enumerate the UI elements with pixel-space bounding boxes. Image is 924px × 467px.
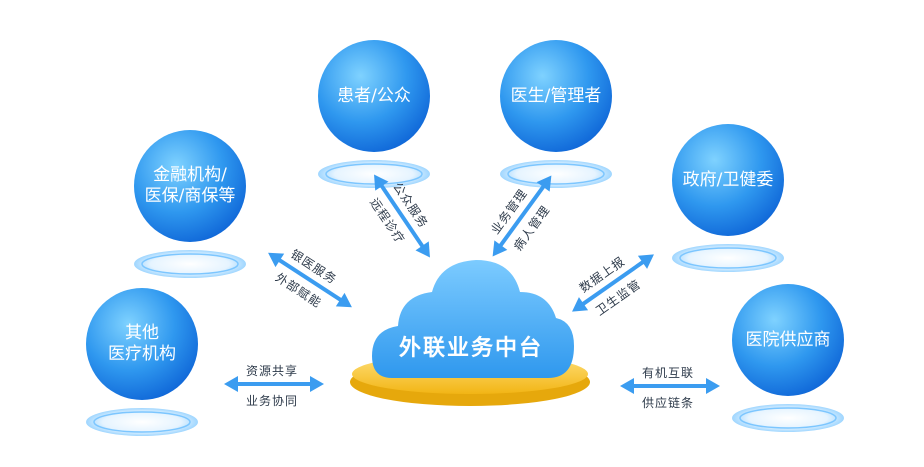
connector-label-bottom: 供应链条	[642, 396, 695, 410]
node-label: 政府/卫健委	[682, 169, 774, 190]
node-label: 金融机构/ 医保/商保等	[144, 165, 236, 206]
node-suppliers: 医院供应商	[730, 282, 846, 432]
node-government: 政府/卫健委	[670, 122, 786, 272]
node-patients: 患者/公众	[316, 38, 432, 188]
node-label: 医生/管理者	[510, 85, 602, 106]
connector-doctors: 业务管理 病人管理	[468, 158, 575, 274]
double-arrow-icon	[374, 174, 430, 258]
sphere-graphic	[500, 40, 612, 188]
node-label: 患者/公众	[337, 85, 411, 106]
sphere-graphic	[732, 284, 844, 432]
connector-finance: 银医服务 外部赋能	[252, 228, 369, 333]
node-finance: 金融机构/ 医保/商保等	[132, 128, 248, 278]
connector-patients: 公众服务 远程诊疗	[349, 158, 455, 274]
node-label: 其他 医疗机构	[108, 323, 176, 364]
double-arrow-icon	[572, 254, 654, 312]
node-doctors: 医生/管理者	[498, 38, 614, 188]
sphere-graphic	[134, 130, 246, 278]
connector-government: 数据上报 卫生监管	[555, 230, 671, 337]
double-arrow-icon	[492, 175, 552, 257]
double-arrow-icon	[268, 252, 352, 308]
sphere-graphic	[318, 40, 430, 188]
connector-label-bottom: 业务协同	[246, 394, 299, 408]
cloud-shape	[372, 260, 574, 378]
connector-label-top: 资源共享	[246, 364, 299, 378]
double-arrow-icon	[224, 376, 324, 392]
node-other-medical: 其他 医疗机构	[84, 286, 200, 436]
connector-suppliers: 有机互联 供应链条	[620, 360, 720, 420]
sphere-graphic	[672, 124, 784, 272]
connector-label-top: 有机互联	[642, 366, 695, 380]
hub-label: 外联业务中台	[398, 336, 543, 361]
sphere-graphic	[86, 288, 198, 436]
node-label: 医院供应商	[745, 329, 831, 350]
connector-other-medical: 资源共享 业务协同	[224, 358, 324, 418]
double-arrow-icon	[620, 378, 720, 394]
